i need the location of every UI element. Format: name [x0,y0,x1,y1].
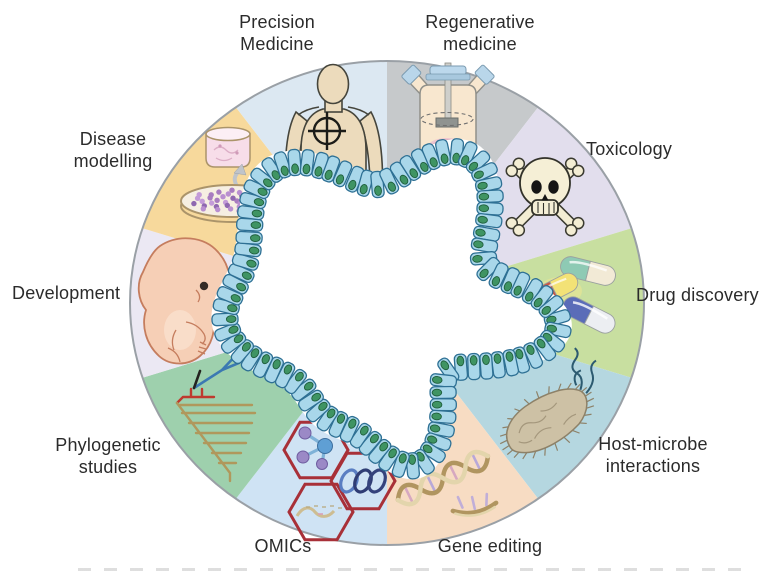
epithelial-cell [328,410,349,438]
epithelial-cell [472,225,501,242]
epithelial-cell [457,141,478,169]
epithelial-cell [349,422,372,449]
epithelial-cell [421,143,441,171]
dna-icon [395,449,499,517]
epithelial-cell [475,212,503,229]
molecule-icon [296,426,333,470]
label-drug-discovery: Drug discovery [636,285,759,305]
epithelial-cell [252,351,274,379]
epithelial-cell [378,445,401,472]
epithelial-cell [429,373,458,389]
epithelial-cell [316,405,339,432]
epithelial-cell [538,295,564,319]
epithelial-cell [391,450,410,478]
epithelial-cell [419,441,446,464]
epithelial-cell [429,385,457,400]
epithelial-cell [216,286,244,306]
label-gene-editing: Gene editing [437,536,543,556]
label-disease-modelling: Disease modelling [73,129,153,171]
epithelial-cell [231,253,260,271]
label-phylogenetic-studies: Phylogenetic studies [55,435,161,477]
label-host-microbe-interactions: Host-microbe interactions [598,434,708,476]
epithelial-cell [470,237,499,254]
epithelial-cell [465,150,491,175]
epithelial-cell [479,352,494,380]
epithelial-cell [379,167,400,195]
epithelial-cell [530,285,554,311]
epithelial-cell [488,262,509,289]
epithelial-cell [234,242,262,258]
epithelial-cell [332,160,353,188]
epithelial-cell [476,201,504,216]
epithelial-cell [264,356,284,384]
label-development: Development [12,283,121,303]
epithelial-cell [476,189,504,204]
epithelial-cell [261,157,284,183]
epithelial-cell [250,167,276,191]
wheel-rim [129,60,645,546]
epithelial-cell [235,230,263,245]
epithelial-cell [240,345,263,372]
epithelial-cell [230,339,255,365]
sequence-icon [295,505,342,518]
epithelial-cell [222,273,249,295]
skull-icon [505,157,585,237]
epithelial-cell [299,149,315,177]
crosshair-icon [308,112,346,150]
epithelial-cell [305,398,331,423]
organoid [211,138,572,480]
epithelial-cell [523,342,544,369]
label-precision-medicine: Precision Medicine [239,12,315,54]
epithelial-cell [291,378,317,402]
epithelial-cell [214,322,242,342]
epithelial-cell [298,389,324,412]
epithelial-cell [521,278,544,305]
pills-icon [529,256,616,334]
epithelial-cell [429,398,457,412]
epithelial-cell [399,154,422,182]
epithelial-cell [510,271,531,299]
epithelial-cell [467,352,481,381]
microbe-icon [499,347,597,460]
label-omics: OMICs [254,536,312,556]
epithelial-cell [287,148,302,177]
epithelial-cell [533,335,557,362]
label-toxicology: Toxicology [586,139,673,159]
epithelial-cell [321,155,341,183]
epithelial-cell [435,138,452,167]
epithelial-cell [502,348,520,377]
label-regenerative-medicine: Regenerative medicine [425,12,535,54]
helix-icon [339,468,387,494]
epithelial-cell [471,162,498,183]
cropped-content-edge [78,568,742,571]
embryo-icon [137,237,235,365]
epithelial-cell [429,409,457,425]
epithelial-cell [211,312,239,327]
epithelial-cell [358,430,383,456]
epithelial-cell [427,421,455,438]
epithelial-cell [410,148,432,175]
epithelial-cell [356,169,375,197]
